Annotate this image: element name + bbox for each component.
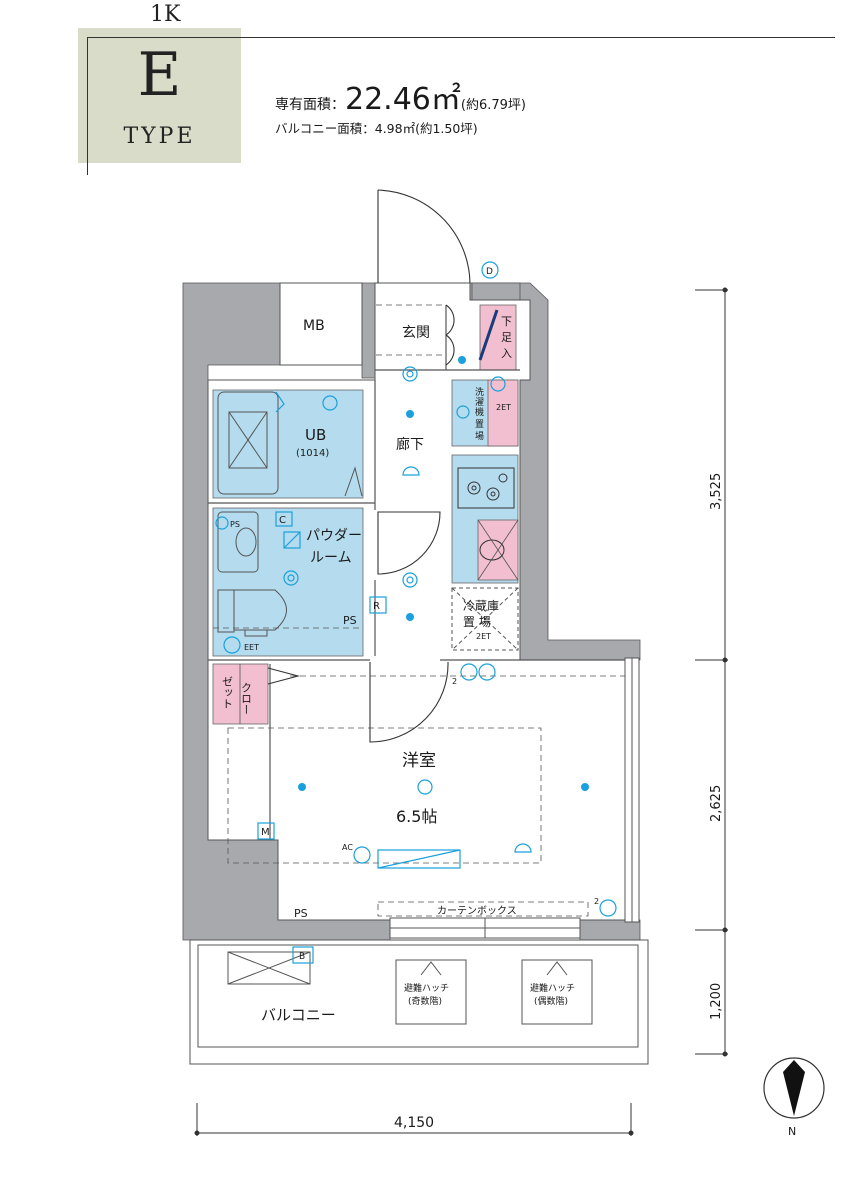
header-rule bbox=[87, 37, 835, 38]
closet bbox=[212, 663, 269, 725]
label-washer-1: 洗 bbox=[475, 386, 484, 398]
wet-areas bbox=[212, 379, 519, 657]
partitions bbox=[208, 305, 625, 840]
symbol-m: M bbox=[261, 827, 270, 838]
symbol-b: B bbox=[299, 952, 305, 962]
label-powder-1: パウダー bbox=[306, 528, 362, 544]
type-word: TYPE bbox=[123, 124, 196, 149]
layout-label: 1K bbox=[150, 2, 181, 27]
room-door bbox=[369, 661, 449, 743]
label-shoes-3: 入 bbox=[501, 347, 512, 360]
label-shoes-2: 足 bbox=[501, 331, 512, 344]
symbol-r: R bbox=[373, 601, 380, 612]
label-washer-5: 場 bbox=[475, 430, 484, 442]
closet-door bbox=[267, 667, 301, 685]
shoe-door bbox=[445, 304, 455, 366]
symbol-2et-a: 2ET bbox=[496, 403, 511, 412]
sink-counter bbox=[217, 511, 259, 573]
label-fridge-2: 置 場 bbox=[463, 615, 491, 629]
ub-area bbox=[212, 389, 364, 499]
balcony bbox=[189, 939, 649, 1065]
label-washer-4: 置 bbox=[475, 419, 484, 430]
windows bbox=[389, 657, 640, 939]
blue-dots bbox=[298, 356, 589, 791]
label-ub: UB bbox=[305, 426, 326, 444]
toilet-bowl bbox=[233, 589, 287, 631]
ub-door bbox=[344, 466, 363, 497]
dimension-1: 3,525 bbox=[709, 473, 724, 510]
washer-pink bbox=[487, 379, 519, 447]
label-powder-2: ルーム bbox=[310, 550, 352, 566]
symbol-d: D bbox=[486, 267, 493, 277]
type-badge bbox=[78, 28, 241, 163]
dashed-lines bbox=[213, 304, 625, 917]
label-hatch1-1: 避難ハッチ bbox=[404, 982, 449, 994]
label-hatch2-1: 避難ハッチ bbox=[530, 982, 575, 994]
label-ps-1: PS bbox=[343, 614, 357, 627]
wall-door-right bbox=[471, 282, 521, 301]
compass-north: N bbox=[788, 1125, 796, 1138]
symbol-ps: PS bbox=[230, 520, 240, 529]
dimension-2: 2,625 bbox=[709, 785, 724, 822]
label-rouka: 廊下 bbox=[396, 436, 424, 453]
label-closet-2: ゼット bbox=[221, 676, 234, 709]
area-tsubo: (約6.79坪) bbox=[460, 98, 526, 113]
stove bbox=[457, 467, 515, 509]
bathtub bbox=[217, 391, 279, 495]
area-value: 22.46㎡ bbox=[345, 82, 461, 117]
dimension-lines bbox=[194, 287, 728, 1136]
label-mb: MB bbox=[303, 318, 325, 334]
label-closet-1: クロー bbox=[240, 682, 253, 715]
symbol-ac: AC bbox=[342, 843, 353, 852]
symbol-2-b: 2 bbox=[594, 897, 599, 906]
symbol-2et-b: 2ET bbox=[476, 632, 491, 641]
label-hatch2-2: (偶数階) bbox=[534, 995, 568, 1007]
exclusive-area: 専有面積：22.46㎡(約6.79坪) bbox=[275, 74, 526, 118]
label-shoes-1: 下 bbox=[501, 315, 512, 328]
compass-icon bbox=[763, 1057, 825, 1119]
symbol-eet: EET bbox=[244, 643, 259, 652]
kitchen-sink bbox=[479, 539, 505, 561]
label-curtain: カーテンボックス bbox=[437, 905, 517, 917]
area-label: 専有面積： bbox=[275, 97, 345, 113]
bath-fixtures bbox=[217, 391, 363, 637]
dimension-width: 4,150 bbox=[394, 1115, 434, 1131]
label-ub-size: (1014) bbox=[296, 448, 329, 459]
wall-bottom-right bbox=[579, 919, 641, 941]
corridor-door bbox=[377, 511, 441, 575]
electrical-symbols bbox=[215, 261, 617, 964]
label-washer-3: 機 bbox=[475, 406, 484, 418]
entrance-door bbox=[377, 189, 471, 284]
wall-mb-right bbox=[361, 282, 376, 379]
label-hatch1-2: (奇数階) bbox=[408, 995, 442, 1007]
fridge-area bbox=[451, 587, 519, 651]
label-genkan: 玄関 bbox=[402, 324, 430, 341]
label-washer-2: 濯 bbox=[475, 397, 484, 408]
label-fridge-1: 冷蔵庫 bbox=[463, 599, 499, 613]
mb-room bbox=[279, 282, 363, 366]
label-balcony: バルコニー bbox=[261, 1006, 336, 1024]
label-youshitsu: 洋室 bbox=[402, 751, 436, 771]
header-rule-vertical bbox=[87, 37, 88, 175]
dimension-3: 1,200 bbox=[709, 983, 724, 1020]
label-size: 6.5帖 bbox=[396, 807, 437, 826]
label-ps-2: PS bbox=[294, 907, 308, 920]
symbol-2-a: 2 bbox=[452, 677, 457, 686]
balcony-area: バルコニー面積：4.98㎡(約1.50坪) bbox=[275, 121, 478, 136]
doors bbox=[267, 189, 471, 743]
symbol-c: C bbox=[279, 515, 286, 526]
shoe-closet bbox=[479, 304, 517, 371]
type-letter: E bbox=[137, 40, 182, 110]
